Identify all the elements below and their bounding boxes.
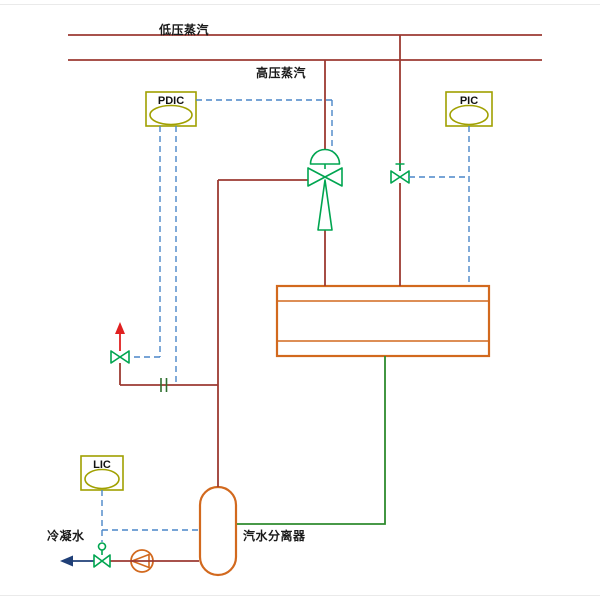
valve-diaphragm-actuator-icon bbox=[309, 148, 341, 165]
high-pressure-steam-label: 高压蒸汽 bbox=[256, 66, 307, 80]
vent-valve-right bbox=[119, 350, 130, 364]
condensate-label: 冷凝水 bbox=[47, 529, 85, 543]
pic-valve-stem-icon bbox=[395, 163, 405, 171]
pic-bubble-icon bbox=[449, 104, 489, 126]
condensate-outlet-arrow bbox=[60, 555, 94, 567]
vent-control-valve bbox=[110, 350, 130, 364]
low-pressure-steam-label: 低压蒸汽 bbox=[159, 23, 210, 37]
lic-tag: LIC bbox=[93, 459, 111, 471]
valve-left-port bbox=[307, 167, 326, 187]
pic-valve-left bbox=[390, 170, 401, 184]
cond-valve-right bbox=[101, 554, 111, 568]
pdic-bubble-icon bbox=[149, 104, 193, 126]
instrument-pic-symbol bbox=[445, 91, 493, 127]
exchanger-outlet-line bbox=[237, 356, 386, 525]
condensate-arrow-head-icon bbox=[60, 555, 73, 567]
steam-piping bbox=[68, 34, 542, 562]
vent-valve-left bbox=[110, 350, 121, 364]
pic-tag: PIC bbox=[459, 95, 479, 107]
cond-valve-actuator-icon bbox=[97, 542, 107, 551]
instrument-pdic-symbol bbox=[145, 91, 197, 127]
instrument-signals bbox=[101, 99, 470, 542]
condensate-control-valve bbox=[93, 542, 111, 568]
instrument-lic-symbol bbox=[80, 455, 124, 491]
cond-valve-left bbox=[93, 554, 103, 568]
orifice-ticks-icon bbox=[160, 378, 168, 392]
pic-control-valve bbox=[390, 163, 410, 184]
steam-water-separator-vessel bbox=[198, 485, 238, 577]
lic-bubble-icon bbox=[84, 468, 120, 490]
heat-exchanger-shell bbox=[275, 284, 491, 358]
page-edge-bottom bbox=[0, 595, 600, 596]
valve-right-port bbox=[324, 167, 343, 187]
valve-bottom-port bbox=[317, 179, 333, 231]
pdic-tag: PDIC bbox=[157, 95, 185, 107]
vent-arrow-head-icon bbox=[115, 322, 125, 334]
pic-valve-right bbox=[399, 170, 410, 184]
heat-exchanger bbox=[275, 284, 491, 358]
separator-label: 汽水分离器 bbox=[243, 529, 306, 543]
main-control-valve bbox=[307, 148, 343, 231]
page-edge-top bbox=[0, 4, 600, 5]
vent-arrow bbox=[115, 322, 125, 351]
